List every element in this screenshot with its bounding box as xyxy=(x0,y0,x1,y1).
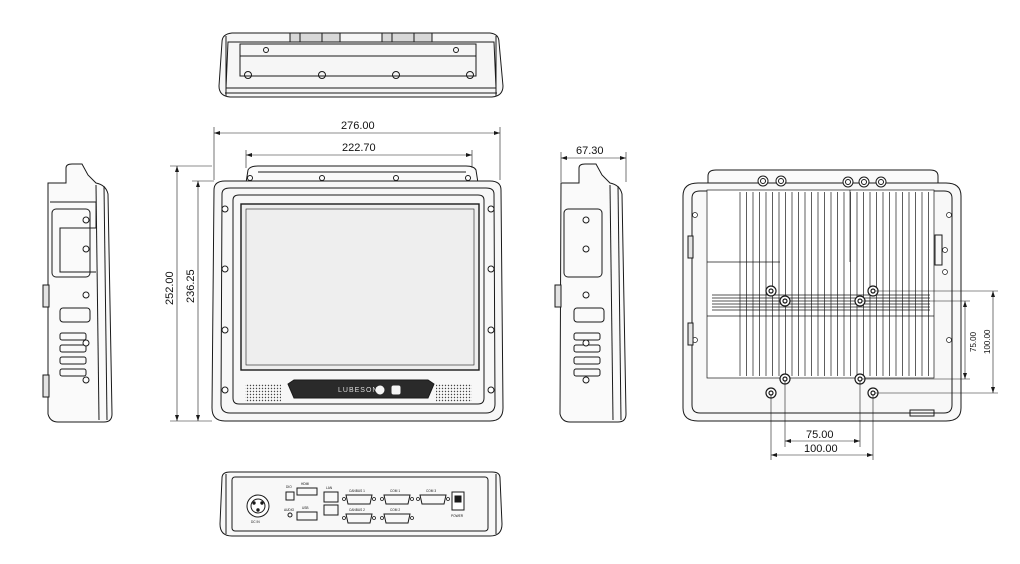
label-canbus-1: CANBUS 1 xyxy=(349,489,365,493)
dc-in-connector[interactable] xyxy=(246,494,270,518)
label-dio: DIO xyxy=(286,485,292,489)
label-canbus-2: CANBUS 2 xyxy=(349,508,365,512)
label-usb: USB xyxy=(302,506,309,510)
label-power: POWER xyxy=(451,514,464,518)
canbus-2-port[interactable] xyxy=(345,513,373,524)
lan-port[interactable] xyxy=(323,491,339,503)
power-button-icon[interactable] xyxy=(375,385,385,395)
front-view: LUBESON xyxy=(211,165,504,422)
usb-port[interactable] xyxy=(296,511,318,521)
dim-vesa-outer-h: 100.00 xyxy=(804,443,838,455)
dim-screen-height: 236.25 xyxy=(185,269,197,303)
dim-overall-width: 276.00 xyxy=(341,120,375,132)
dim-vesa-outer-v: 100.00 xyxy=(983,329,992,354)
rear-view xyxy=(682,169,962,422)
speaker-left xyxy=(245,384,281,402)
bottom-view xyxy=(219,471,503,537)
speaker-right xyxy=(436,384,472,402)
label-com-1: COM 1 xyxy=(390,489,400,493)
dimension-lines xyxy=(170,127,998,460)
dim-vesa-inner-v: 75.00 xyxy=(969,331,978,352)
com-2-port[interactable] xyxy=(383,513,411,524)
com-1-port[interactable] xyxy=(383,494,411,505)
dim-vesa-inner-h: 75.00 xyxy=(806,429,834,441)
label-hdmi: HDMI xyxy=(301,482,309,486)
heatsink xyxy=(706,189,935,379)
dim-depth: 67.30 xyxy=(576,145,604,157)
label-audio: AUDIO xyxy=(284,508,295,512)
function-button-icon[interactable] xyxy=(391,385,401,395)
label-com-3: COM 3 xyxy=(426,489,436,493)
label-com-2: COM 2 xyxy=(390,508,400,512)
top-view xyxy=(218,32,504,98)
label-dc-in: DC IN xyxy=(251,520,260,524)
right-side-view xyxy=(554,163,627,423)
display-screen xyxy=(240,203,480,371)
dim-overall-height: 252.00 xyxy=(164,271,176,305)
canbus-1-port[interactable] xyxy=(345,494,373,505)
dimension-arrows xyxy=(175,131,995,457)
com-3-port[interactable] xyxy=(419,494,447,505)
left-side-view xyxy=(42,163,113,423)
front-logo: LUBESON xyxy=(338,387,378,394)
hdmi-port[interactable] xyxy=(296,487,318,496)
dim-screen-width: 222.70 xyxy=(342,142,376,154)
label-lan: LAN xyxy=(326,486,333,490)
